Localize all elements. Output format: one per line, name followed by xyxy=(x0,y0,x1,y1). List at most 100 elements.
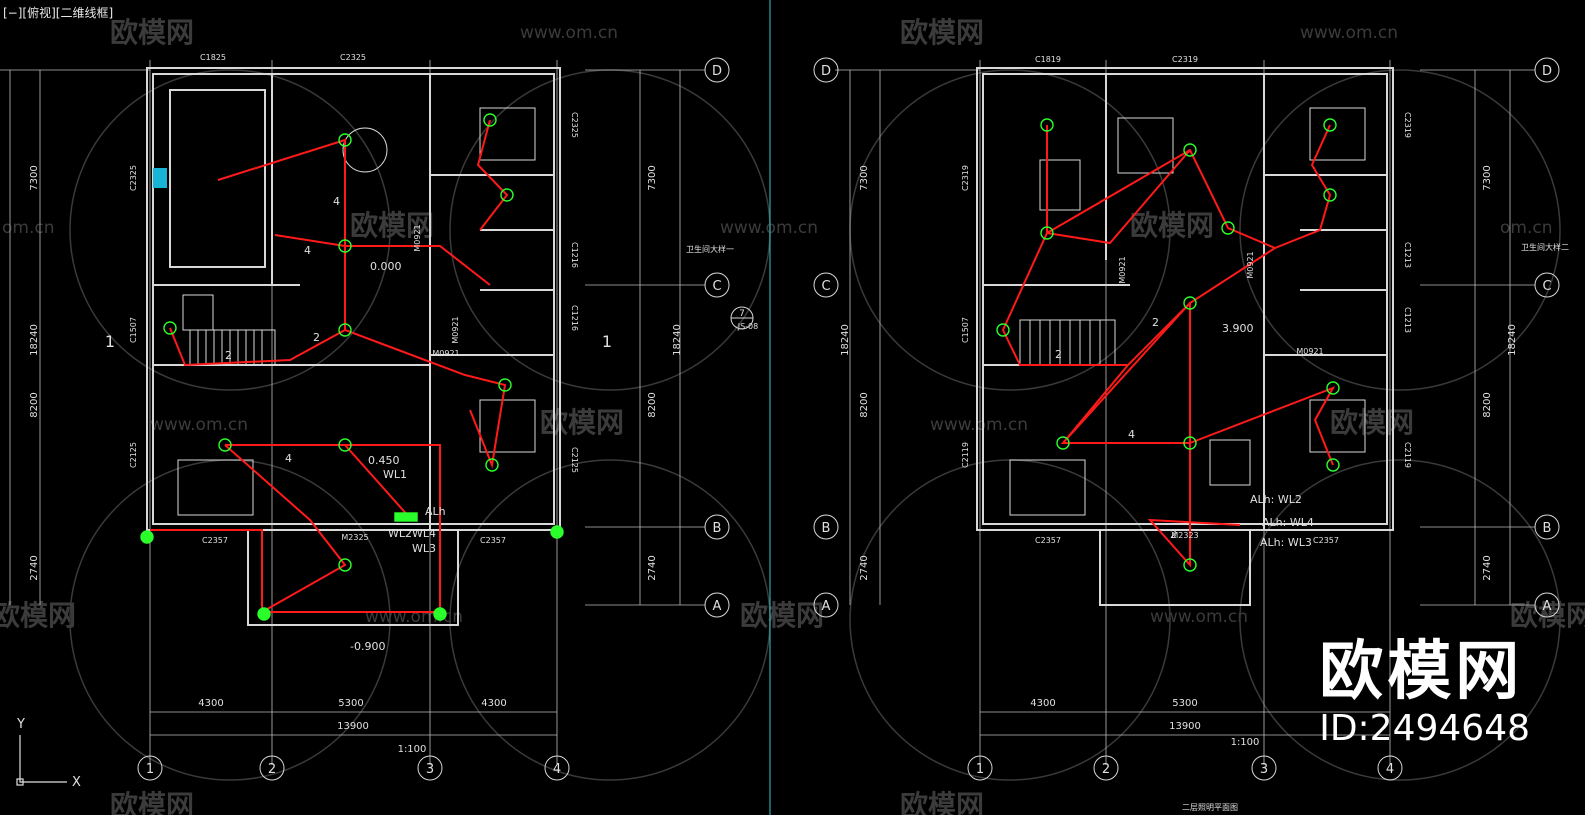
watermark-logo: 欧模网 xyxy=(110,16,194,49)
watermark-logo: 欧模网 xyxy=(1130,209,1214,242)
window-label: C2325 xyxy=(570,112,579,138)
room-note: 卫生间大样二 xyxy=(1521,242,1569,252)
wire-count: 4 xyxy=(333,195,340,208)
dimension-text: 8200 xyxy=(29,392,40,417)
light-fixtures xyxy=(996,118,1340,572)
window-label: C2319 xyxy=(961,165,970,191)
window-label: C1825 xyxy=(200,53,226,62)
door-label: M0921 xyxy=(413,224,422,251)
window-label: C2357 xyxy=(1035,536,1061,545)
dimension-text: 4300 xyxy=(198,698,223,709)
dimension-text: 7300 xyxy=(29,165,40,190)
grid-label-col: 3 xyxy=(426,762,434,777)
wire-count: 4 xyxy=(304,244,311,257)
grid-label-col: 2 xyxy=(268,762,276,777)
window-label: C2357 xyxy=(202,536,228,545)
brand-id: ID:2494648 xyxy=(1319,708,1530,749)
door-label: M2325 xyxy=(341,533,368,542)
watermark-url: om.cn xyxy=(1500,218,1553,238)
watermark-logo: 欧模网 xyxy=(0,599,76,632)
window-label: C2325 xyxy=(129,165,138,191)
watermark-logo: 欧模网 xyxy=(110,789,194,815)
dimension-text: 4300 xyxy=(1030,698,1055,709)
grid-label-row: B xyxy=(713,521,722,536)
window-label: C2357 xyxy=(1313,536,1339,545)
dimension-text: 8200 xyxy=(1482,392,1493,417)
viewport-controls-label[interactable]: [−][俯视][二维线框] xyxy=(3,6,114,20)
watermark-logo: 欧模网 xyxy=(1510,599,1585,632)
circuit-label: ALh: WL2 xyxy=(1250,493,1302,506)
grid-label-row: A xyxy=(1543,599,1552,614)
window-label: C1819 xyxy=(1035,55,1061,64)
dimension-text: 5300 xyxy=(1172,698,1197,709)
dimension-text: 18240 xyxy=(29,324,40,356)
window-label: C2125 xyxy=(129,442,138,468)
circuit-label: WL1 xyxy=(383,468,407,481)
watermark-logo: 欧模网 xyxy=(1330,406,1414,439)
wire-count: 2 xyxy=(1055,348,1062,361)
window-label: C1216 xyxy=(570,305,579,331)
watermark-url: www.om.cn xyxy=(1150,607,1248,627)
dimension-text: 7300 xyxy=(647,165,658,190)
grid-label-row: A xyxy=(713,599,722,614)
grid-label-row: B xyxy=(822,521,831,536)
dimension-text: 18240 xyxy=(672,324,683,356)
window-label: C2125 xyxy=(570,447,579,473)
watermark-logo: 欧模网 xyxy=(740,599,824,632)
dimension-text: 2740 xyxy=(859,555,870,580)
grid-label-col: 1 xyxy=(146,762,154,777)
first-floor-plan: 1 2 3 4 D C B A 7 JS-08 1 1 4300 5300 43… xyxy=(0,53,759,781)
circuit-label: ALh: WL3 xyxy=(1260,536,1312,549)
window-label: C2319 xyxy=(1172,55,1198,64)
dimension-text: 4300 xyxy=(481,698,506,709)
lighting-circuit-wires xyxy=(150,119,509,614)
scale-label: 1:100 xyxy=(398,744,427,755)
door-label: M2323 xyxy=(1171,531,1198,540)
wire-count: 4 xyxy=(285,452,292,465)
dimension-text: 2740 xyxy=(1482,555,1493,580)
circuit-label: WL3 xyxy=(412,542,436,555)
scale-label: 1:100 xyxy=(1231,737,1260,748)
elevation-mark: 0.000 xyxy=(370,260,402,273)
door-label: M0921 xyxy=(1246,251,1255,278)
dimension-text: 7300 xyxy=(1482,165,1493,190)
dimension-text: 8200 xyxy=(859,392,870,417)
window-label: C1213 xyxy=(1403,307,1412,333)
wire-count: 2 xyxy=(1152,316,1159,329)
circuit-label: WL4 xyxy=(412,527,436,540)
grid-label-col: 4 xyxy=(553,762,561,777)
dimension-total: 13900 xyxy=(1169,721,1201,732)
window-label: C1213 xyxy=(1403,242,1412,268)
dimension-text: 8200 xyxy=(647,392,658,417)
circuit-label: ALh xyxy=(425,505,446,518)
section-mark-number: 7 xyxy=(739,309,745,319)
lighting-circuit-wires xyxy=(1001,124,1336,568)
dimension-text: 18240 xyxy=(1507,324,1518,356)
dimension-text: 5300 xyxy=(338,698,363,709)
second-floor-plan: 1 2 3 4 D C B A D C B A 4300 5300 13900 … xyxy=(813,55,1569,812)
grid-label-row: D xyxy=(712,64,722,79)
circuit-label: WL2 xyxy=(388,527,412,540)
drawing-title: 二层照明平面图 xyxy=(1182,803,1238,812)
window-label: C2119 xyxy=(1403,442,1412,468)
door-label: M0921 xyxy=(432,349,459,358)
window-label: C2357 xyxy=(480,536,506,545)
door-label: M0921 xyxy=(451,316,460,343)
window-label: C1507 xyxy=(129,317,138,343)
grid-label-col: 1 xyxy=(976,762,984,777)
door-label: M0921 xyxy=(1296,347,1323,356)
grid-label-row: B xyxy=(1543,521,1552,536)
grid-label-col: 4 xyxy=(1386,762,1394,777)
window-label: C2325 xyxy=(340,53,366,62)
elevation-mark: 0.450 xyxy=(368,454,400,467)
ucs-icon: Y X xyxy=(16,717,81,790)
watermark-logo: 欧模网 xyxy=(350,209,434,242)
section-mark-sheet: JS-08 xyxy=(737,322,759,331)
watermark-logo: 欧模网 xyxy=(900,16,984,49)
brand-stamp: 欧模网 ID:2494648 xyxy=(1319,636,1530,750)
watermark-url: www.om.cn xyxy=(720,218,818,238)
grid-label-row: A xyxy=(822,599,831,614)
dimension-text: 7300 xyxy=(859,165,870,190)
watermark-url: om.cn xyxy=(2,218,55,238)
